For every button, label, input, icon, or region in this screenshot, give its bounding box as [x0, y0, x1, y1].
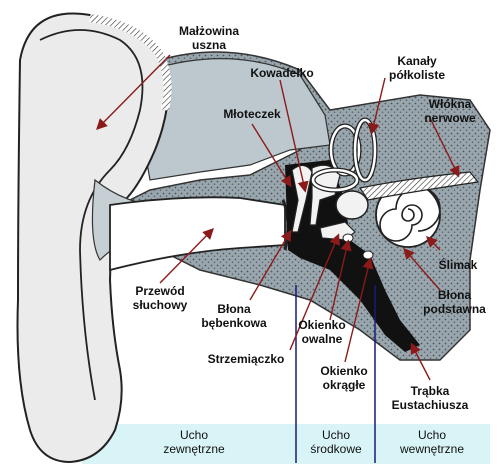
arrow-blona-bebenkowa — [249, 229, 292, 301]
arrow-okienko-okragle — [344, 257, 374, 363]
pinna-fold — [39, 29, 144, 401]
label-mloteczek: Młoteczek — [223, 107, 281, 121]
label-blona-podstawna: Błona podstawna — [423, 288, 486, 316]
arrow-okienko-owalne — [329, 239, 352, 321]
arrow-przewod — [159, 228, 214, 284]
label-kanaly-polkoliste: Kanały półkoliste — [388, 54, 445, 82]
section-outer-ear: Ucho zewnętrzne — [163, 428, 225, 456]
semicircular-canal-3-inner — [311, 168, 359, 192]
label-blona-bebenkowa: Błona bębenkowa — [201, 302, 267, 330]
label-trabka-eustachiusza: Trąbka Eustachiusza — [391, 384, 469, 412]
arrow-malzowina — [96, 54, 171, 130]
round-window — [362, 250, 374, 260]
label-strzemiaczko: Strzemiączko — [207, 352, 285, 366]
pinna-rim — [89, 14, 172, 111]
semicircular-canal-1-inner — [329, 124, 361, 176]
arrow-trabka — [410, 342, 431, 381]
arrow-slimak — [426, 236, 441, 251]
auditory-nerve — [359, 171, 480, 201]
label-slimak: Ślimak — [438, 258, 478, 272]
label-okienko-owalne: Okienko owalne — [298, 318, 346, 346]
arrow-wlokna — [429, 117, 460, 178]
label-kowadelko: Kowadełko — [250, 66, 314, 80]
semicircular-canal-2-inner — [353, 118, 377, 182]
oval-window — [342, 233, 354, 243]
label-okienko-okragle: Okienko okrągłe — [320, 364, 368, 392]
label-przewod-sluchowy: Przewód słuchowy — [132, 284, 188, 312]
section-middle-ear: Ucho środkowe — [310, 428, 362, 456]
arrow-strzemiaczko — [289, 233, 340, 351]
arrow-blona-podstawna — [403, 247, 441, 291]
arrow-kanaly — [368, 77, 386, 135]
vestibule — [335, 190, 369, 220]
label-malzowina-uszna: Małżowina uszna — [178, 24, 239, 52]
arrow-kowadelko — [279, 79, 309, 193]
cochlea-spiral — [379, 186, 441, 242]
section-inner-ear: Ucho wewnętrzne — [399, 428, 465, 456]
arrow-mloteczek — [251, 123, 292, 188]
label-wlokna-nerwowe: Włókna nerwowe — [424, 97, 476, 125]
section-band — [82, 424, 490, 464]
